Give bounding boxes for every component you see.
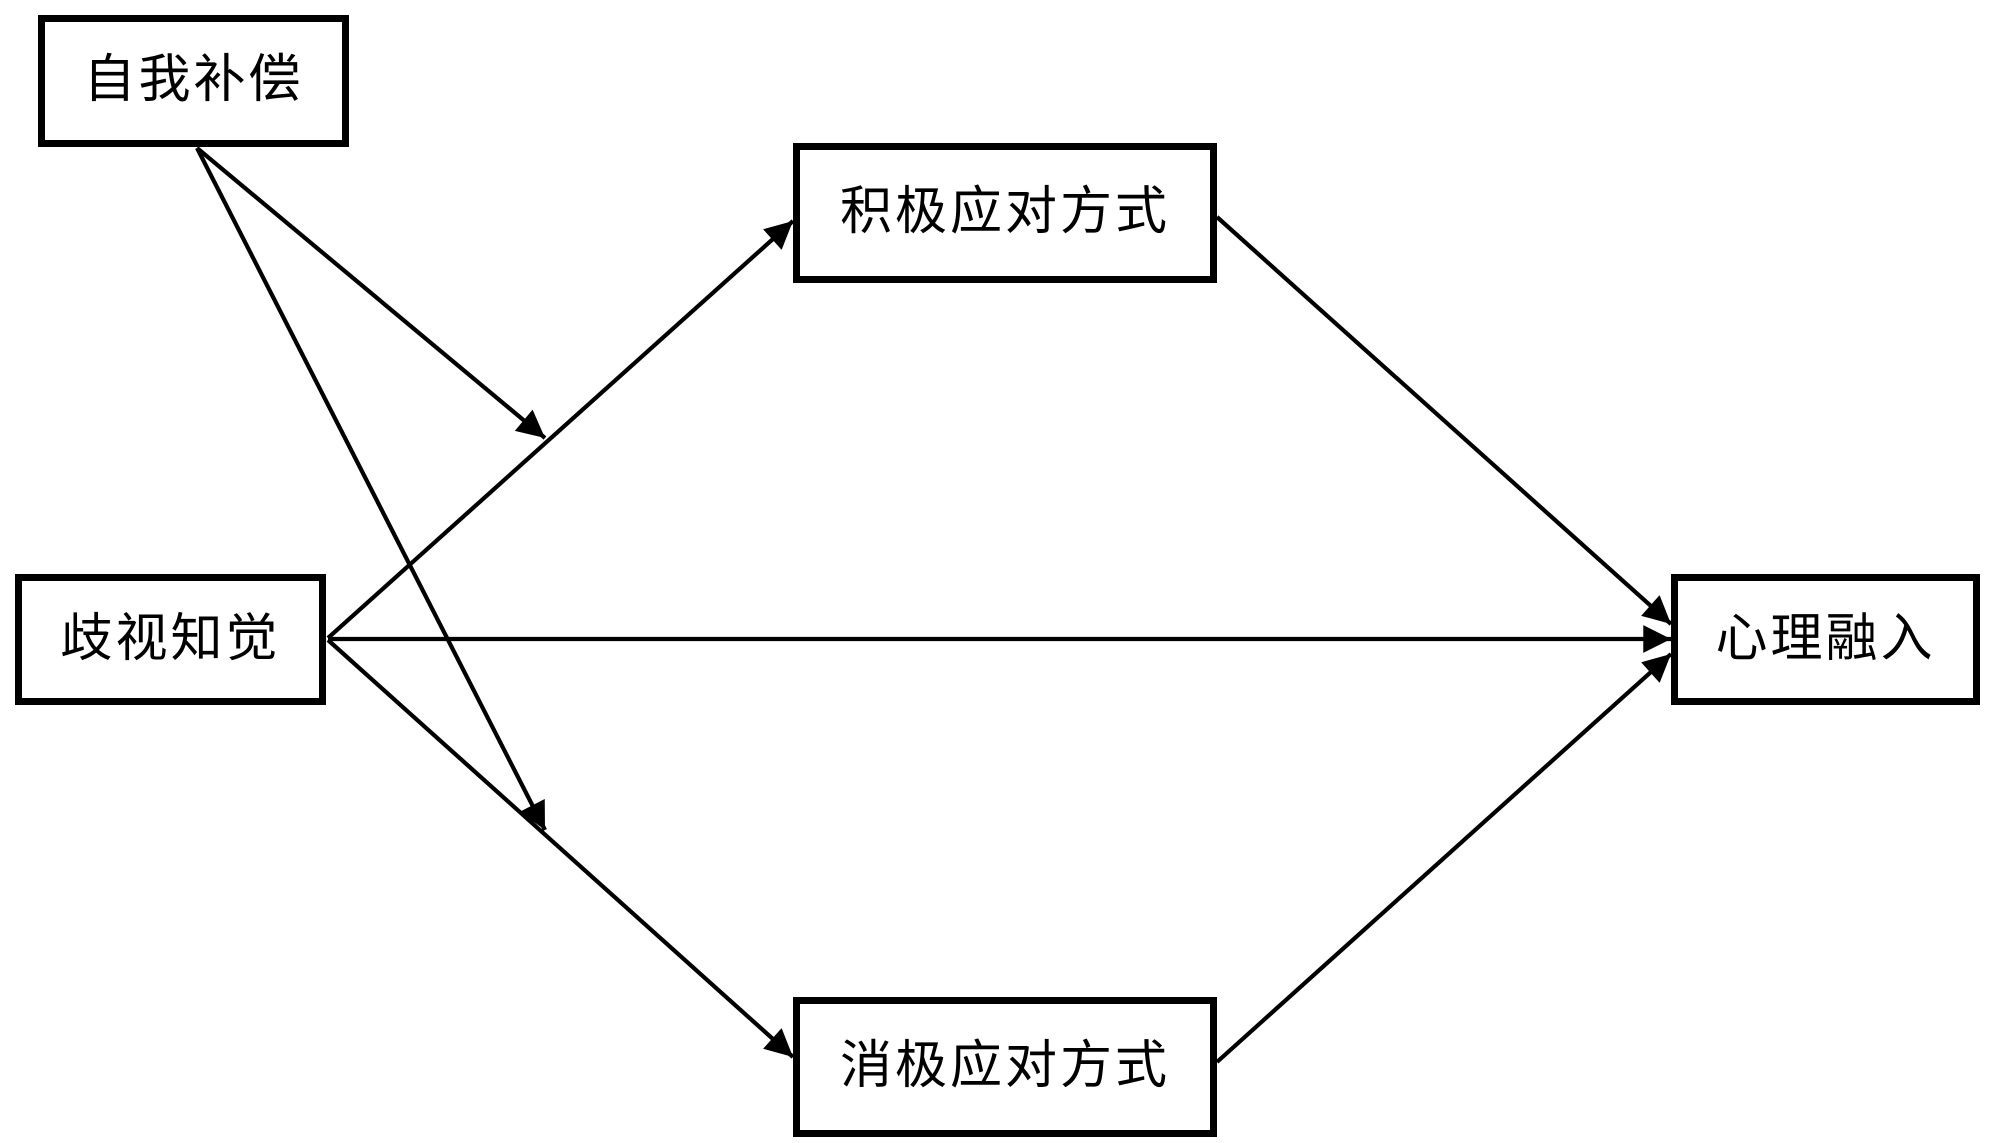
node-psychological-integration-label: 心理融入	[1715, 610, 1936, 668]
edge-positive-coping-to-integration	[1215, 215, 1673, 626]
edge-discrimination-to-positive-coping	[326, 219, 795, 640]
node-negative-coping: 消极应对方式	[793, 997, 1217, 1137]
edge-self-compensation-moderates-negative-path	[195, 147, 547, 831]
edge-discrimination-to-negative-coping	[326, 638, 795, 1059]
node-negative-coping-label: 消极应对方式	[839, 1038, 1170, 1095]
node-perceived-discrimination: 歧视知觉	[15, 574, 326, 705]
node-self-compensation: 自我补偿	[38, 15, 349, 147]
edge-negative-coping-to-integration	[1215, 652, 1673, 1064]
node-perceived-discrimination-label: 歧视知觉	[60, 610, 281, 668]
node-psychological-integration: 心理融入	[1671, 574, 1980, 705]
node-positive-coping: 积极应对方式	[793, 143, 1217, 283]
edge-self-compensation-moderates-positive-path	[195, 146, 547, 440]
node-positive-coping-label: 积极应对方式	[839, 184, 1170, 241]
node-self-compensation-label: 自我补偿	[83, 52, 304, 109]
